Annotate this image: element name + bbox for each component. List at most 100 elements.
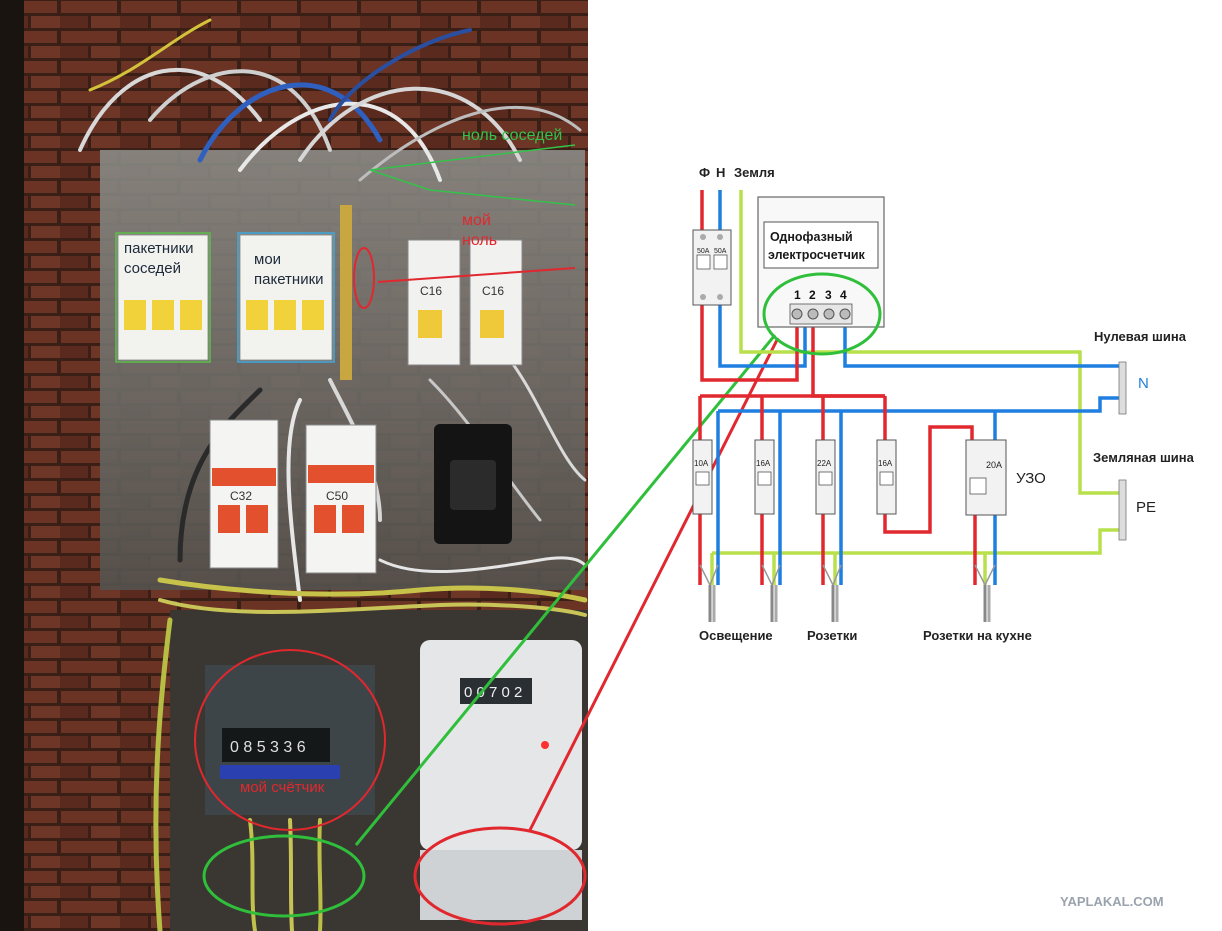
branch-rating-label: 16A	[878, 459, 893, 468]
branch-breaker-16a-lighting: 16A	[754, 439, 775, 515]
breaker-c16-right	[469, 239, 523, 366]
rcd-device: 20A УЗО	[965, 439, 1046, 516]
breaker-toggle	[246, 505, 268, 533]
neighbors-breakers-label-part2: соседей	[124, 260, 181, 277]
earth-bus-symbol: PE	[1136, 499, 1156, 516]
output-label-sockets: Розетки	[807, 628, 857, 643]
breaker-c50	[305, 424, 377, 574]
breaker-rating-label: C50	[326, 489, 348, 503]
branch-breaker-10a: 10A	[692, 439, 713, 515]
branch-rating-label: 10A	[694, 459, 709, 468]
breaker-rating-label: C32	[230, 489, 252, 503]
rcd-rating-label: 20A	[986, 460, 1002, 470]
breaker-brand-strip	[212, 468, 276, 486]
breaker-c32	[209, 419, 279, 569]
main-breaker-rating-left: 50A	[697, 248, 710, 255]
earth-wiring	[710, 190, 1121, 585]
branch-breaker-22a: 22A	[815, 439, 836, 515]
breaker-toggle	[246, 300, 268, 330]
breaker-toggle	[342, 505, 364, 533]
terminal-1-label: 1	[794, 288, 801, 302]
terminal-2-label: 2	[809, 288, 816, 302]
neighbors-neutral-pointer	[369, 144, 576, 206]
my-meter-label: мой счётчик	[240, 779, 325, 796]
meter-title-line: Однофазный электросчетчик	[768, 230, 866, 262]
other-meter-photo: 0 0 7 0 2	[420, 640, 582, 920]
branch-breaker-16a-kitchen: 16A	[876, 439, 897, 515]
meter-led	[541, 741, 549, 749]
earth-bus-label: Земляная шина	[1093, 450, 1195, 465]
breaker-toggle	[274, 300, 296, 330]
earth-bus: Земляная шина PE	[1093, 450, 1195, 541]
other-meter-reading: 0 0 7 0 2	[464, 684, 522, 701]
my-meter-display	[222, 728, 330, 762]
red-connector-line	[528, 337, 780, 831]
breaker-brand-strip	[308, 465, 374, 483]
breaker-toggle	[152, 300, 174, 330]
neutral-bus: Нулевая шина N	[1094, 329, 1187, 415]
phase-input-label: Ф	[699, 165, 710, 180]
my-meter-label-strip	[220, 765, 340, 779]
rcd-label: УЗО	[1016, 470, 1046, 487]
neighbors-breaker-group: пакетники соседей	[115, 232, 211, 363]
my-meter-reading: 0 8 5 3 3 6	[230, 739, 306, 756]
neighbors-breakers-label-part1: пакетники	[124, 240, 194, 257]
my-neutral-label-part1: мой	[462, 212, 491, 229]
output-label-kitchen-sockets: Розетки на кухне	[923, 628, 1032, 643]
other-meter-terminal-cover	[420, 850, 582, 920]
breaker-rating-label: C16	[482, 284, 504, 298]
main-breakers-photo: C32 C50	[209, 419, 377, 574]
neutral-bus-bar-photo	[340, 205, 352, 380]
my-breaker-outline	[237, 232, 335, 363]
neighbors-breaker-outline	[115, 232, 211, 363]
other-meter-terminal-circle	[413, 826, 587, 926]
panel-frame-left	[0, 0, 24, 931]
breaker-c16-left	[407, 239, 461, 366]
earth-input-label: Земля	[734, 165, 775, 180]
neutral-input-label: Н	[716, 165, 725, 180]
main-breaker-rating-right: 50A	[714, 248, 727, 255]
my-neutral-pointer	[377, 267, 576, 283]
branch-rating-label: 22A	[817, 459, 832, 468]
single-phase-meter: Однофазный электросчетчик 1 2 3 4	[757, 196, 885, 328]
breaker-toggle	[180, 300, 202, 330]
green-connector-line	[354, 334, 777, 846]
my-meter-circle	[194, 649, 386, 831]
meter-title-part2: электросчетчик	[768, 248, 866, 262]
my-breakers-label-part2: пакетники	[254, 271, 324, 288]
terminal-4-label: 4	[840, 288, 847, 302]
breaker-toggle	[302, 300, 324, 330]
electrical-panel-photo: пакетники соседей мои пакетники C16 C16	[0, 0, 588, 931]
my-meter-photo: 0 8 5 3 3 6	[205, 665, 375, 815]
output-cables	[699, 564, 996, 622]
terminals-highlight-circle	[762, 272, 882, 356]
breaker-toggle	[124, 300, 146, 330]
neighbors-breakers-label-line1: пакетники соседей	[124, 240, 194, 277]
breaker-toggle	[480, 310, 504, 338]
breaker-toggle	[218, 505, 240, 533]
my-breaker-block	[239, 234, 333, 361]
breaker-rating-label: C16	[420, 284, 442, 298]
other-meter-display	[460, 678, 532, 704]
output-label-lighting: Освещение	[699, 628, 773, 643]
breaker-toggle	[418, 310, 442, 338]
my-neutral-label-part2: ноль	[462, 232, 497, 249]
terminal-block	[789, 303, 853, 325]
wiring-diagram: Ф Н Земля	[692, 165, 1195, 643]
black-switch-face	[450, 460, 496, 510]
my-breakers-label-part1: мои	[254, 251, 281, 268]
terminal-3-label: 3	[825, 288, 832, 302]
my-meter-wires-circle	[202, 834, 366, 918]
breaker-toggle	[314, 505, 336, 533]
my-breaker-group: мои пакетники	[237, 232, 335, 363]
branch-rating-label: 16A	[756, 459, 771, 468]
c16-breakers: C16 C16	[407, 239, 523, 366]
meter-title-part1: Однофазный	[770, 230, 853, 244]
my-neutral-label: мой ноль	[462, 212, 497, 249]
my-neutral-highlight	[353, 247, 375, 309]
main-breaker-50a: 50A 50A	[692, 229, 732, 306]
watermark: YAPLAKAL.COM	[1060, 894, 1164, 909]
other-meter-body	[420, 640, 582, 850]
neighbors-neutral-label: ноль соседей	[462, 127, 562, 144]
